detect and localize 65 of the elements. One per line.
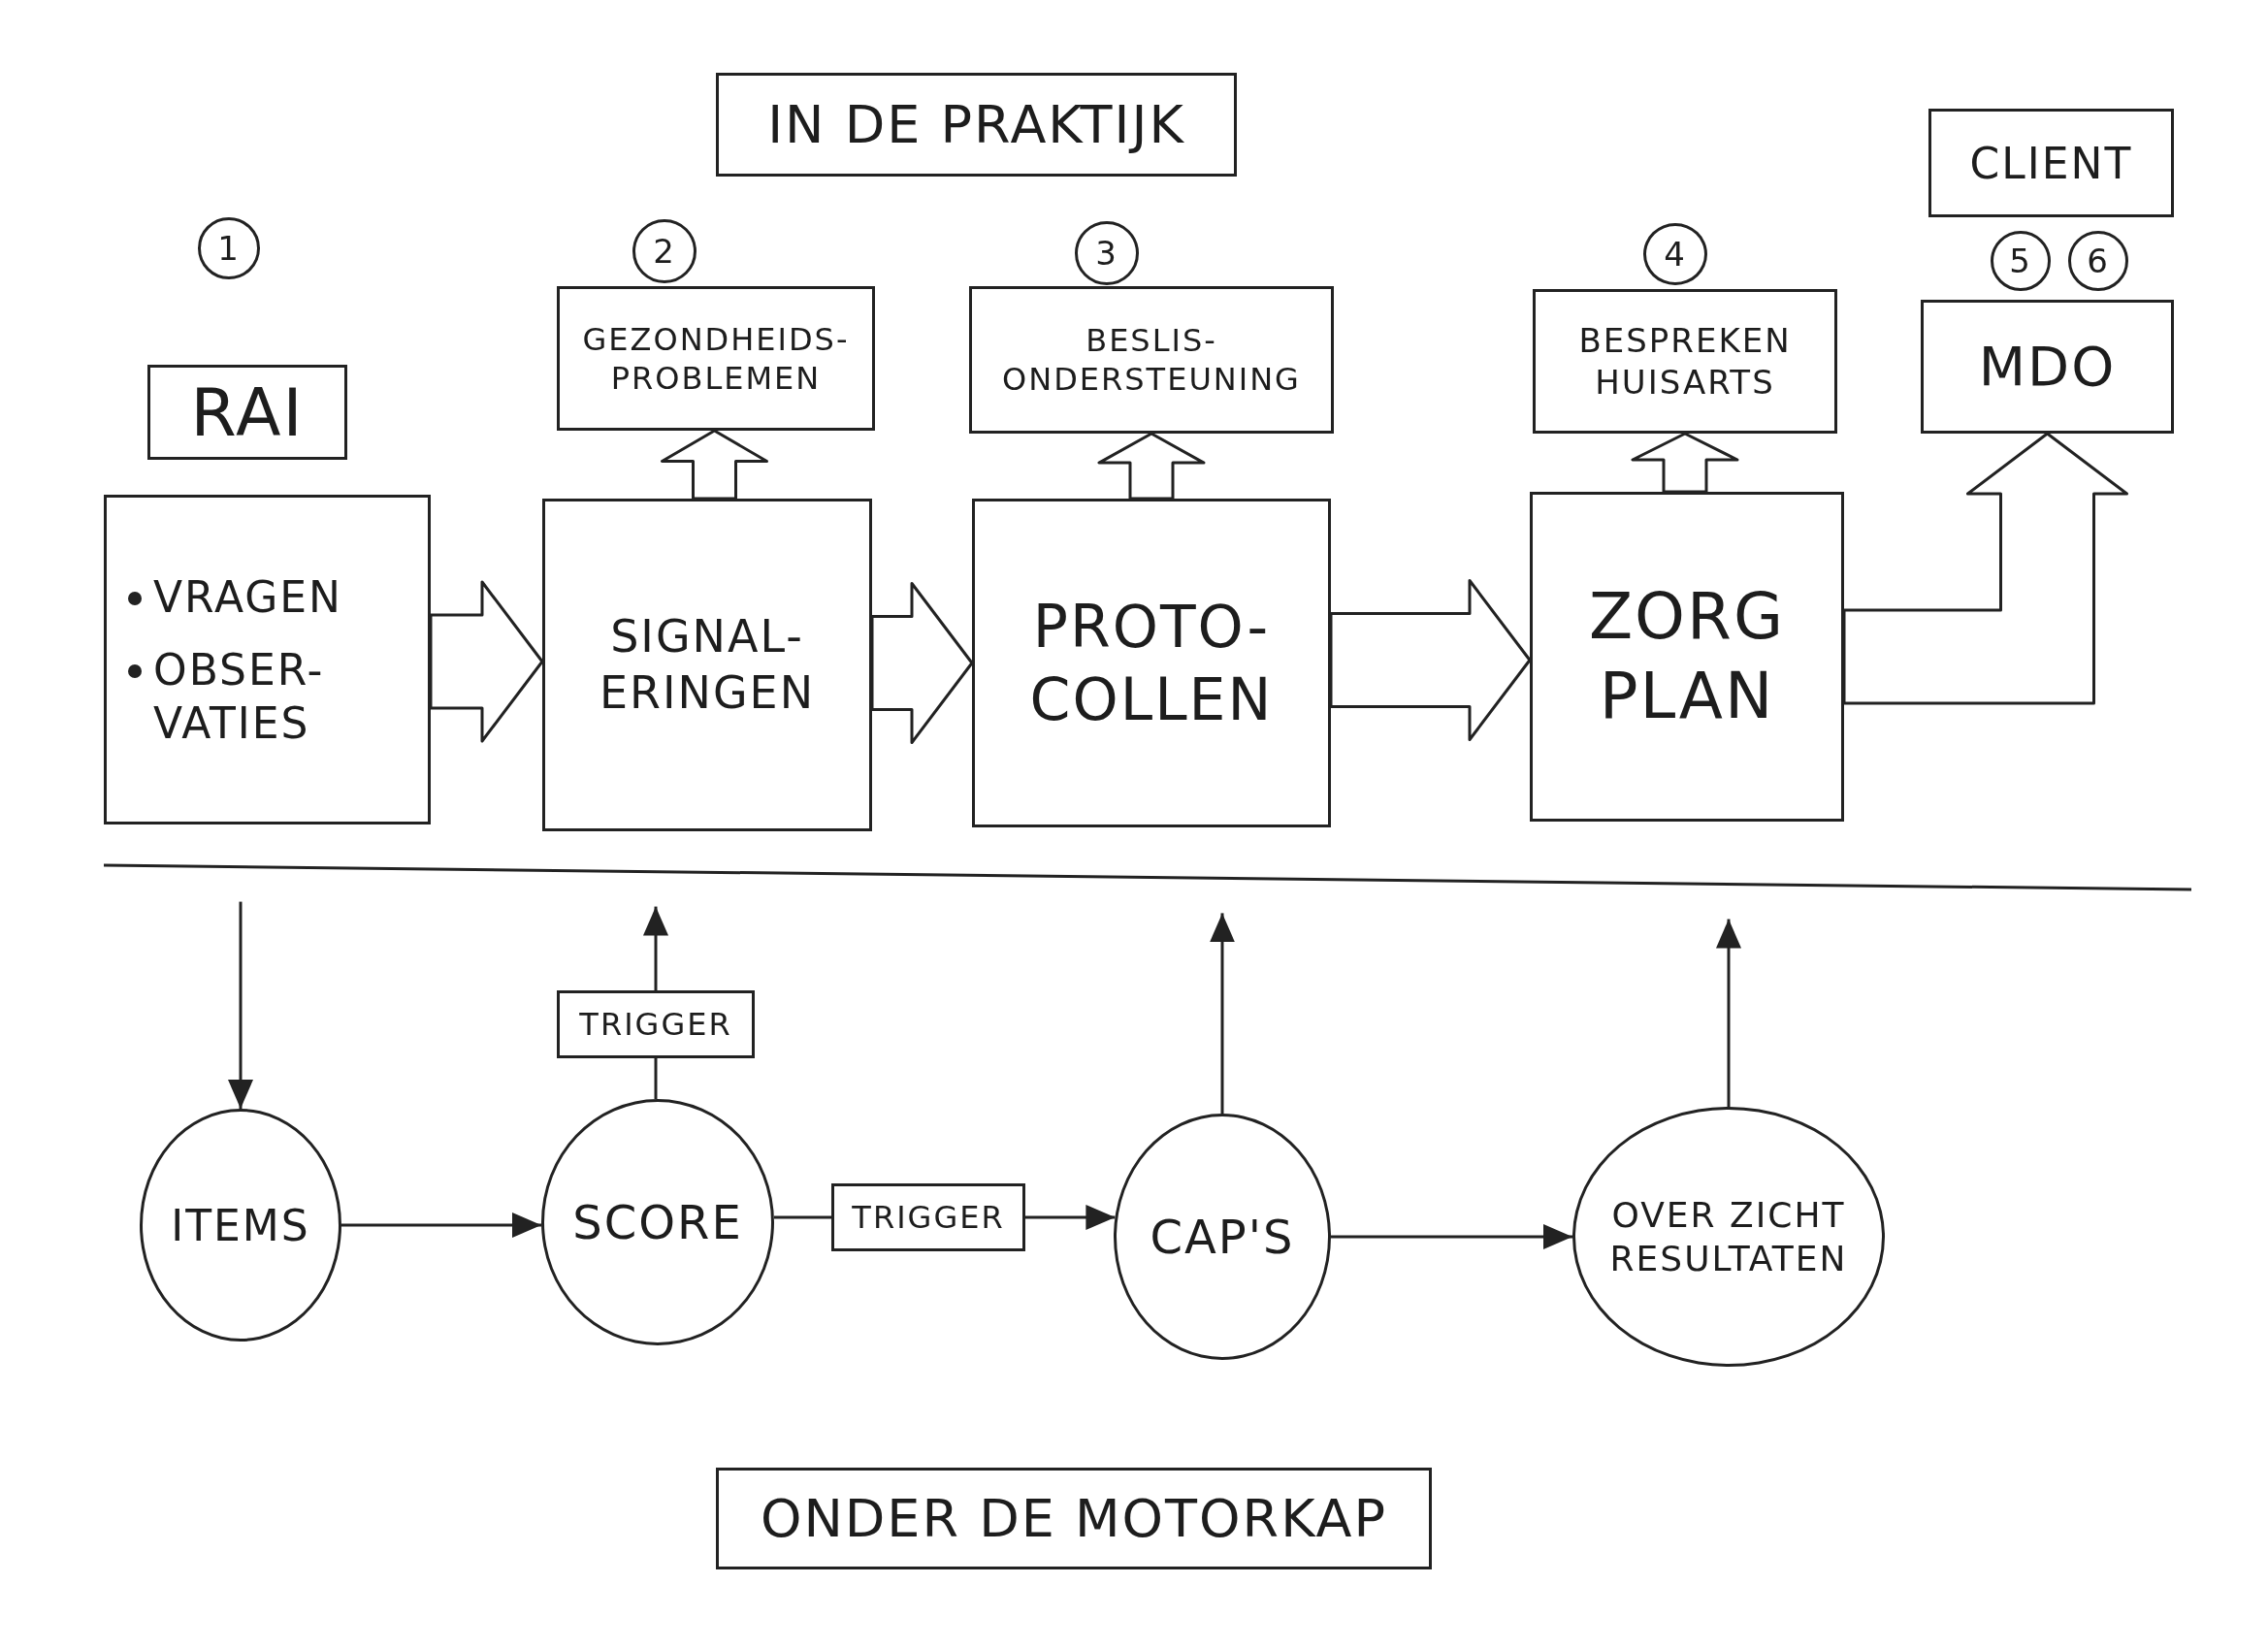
number-circle xyxy=(198,217,260,279)
arrow xyxy=(341,1212,541,1238)
trigger-label: TRIGGER xyxy=(579,1005,732,1044)
process-box xyxy=(972,499,1331,827)
box-label: CLIENT xyxy=(1969,137,2133,190)
arrow xyxy=(1716,919,1741,1107)
callout-number: 5 xyxy=(2009,240,2032,282)
heading-box xyxy=(716,1468,1432,1569)
number-circle xyxy=(1643,223,1707,285)
callout-number: 3 xyxy=(1095,232,1118,275)
process-box xyxy=(542,499,872,831)
heading-text: ONDER DE MOTORKAP xyxy=(760,1486,1388,1551)
block-arrow xyxy=(1842,432,2128,705)
process-box xyxy=(557,286,875,431)
block-arrow xyxy=(429,580,544,743)
list-item-text: OBSER- VATIES xyxy=(153,643,325,750)
trigger-box xyxy=(557,990,755,1058)
process-circle xyxy=(1114,1114,1331,1360)
arrow xyxy=(643,906,668,990)
list-item-text: VRAGEN xyxy=(153,570,343,624)
block-arrow xyxy=(1631,432,1739,494)
trigger-box xyxy=(831,1183,1025,1251)
block-arrow xyxy=(1329,579,1532,741)
box-label: GEZONDHEIDS- PROBLEMEN xyxy=(582,319,850,398)
arrow xyxy=(1210,913,1235,1114)
circle-label: CAP'S xyxy=(1150,1209,1295,1266)
process-box xyxy=(1921,300,2174,434)
callout-number: 6 xyxy=(2087,240,2110,282)
process-box xyxy=(1928,109,2174,217)
box-label: PROTO- COLLEN xyxy=(1029,591,1274,735)
trigger-label: TRIGGER xyxy=(852,1198,1005,1237)
process-box xyxy=(147,365,347,460)
callout-number: 4 xyxy=(1664,233,1687,275)
callout-number: 1 xyxy=(217,227,241,270)
circle-label: OVER ZICHT RESULTATEN xyxy=(1609,1194,1848,1280)
box-label: SIGNAL- ERINGEN xyxy=(599,609,816,721)
callout-number: 2 xyxy=(653,230,676,273)
process-box xyxy=(1533,289,1837,434)
number-circle xyxy=(1075,221,1139,285)
box-label: BESPREKEN HUISARTS xyxy=(1578,320,1792,403)
arrow xyxy=(228,901,253,1109)
box-label: BESLIS- ONDERSTEUNING xyxy=(1002,321,1301,399)
process-box xyxy=(1530,492,1844,822)
process-box xyxy=(969,286,1334,434)
block-arrow xyxy=(661,429,768,501)
process-box xyxy=(104,495,431,824)
number-circle xyxy=(632,219,697,283)
process-circle xyxy=(541,1099,774,1345)
number-circle xyxy=(1991,231,2051,291)
process-circle xyxy=(140,1109,341,1342)
connector-line xyxy=(773,1215,831,1219)
process-circle xyxy=(1572,1107,1885,1367)
arrow xyxy=(1331,1224,1572,1249)
block-arrow xyxy=(870,582,974,744)
box-label: MDO xyxy=(1978,334,2117,400)
circle-label: ITEMS xyxy=(171,1199,310,1252)
connector-line xyxy=(654,1058,658,1099)
heading-box xyxy=(716,73,1237,177)
arrow xyxy=(1025,1205,1116,1230)
number-circle xyxy=(2068,231,2128,291)
block-arrow xyxy=(1097,432,1206,501)
circle-label: SCORE xyxy=(572,1194,743,1251)
heading-text: IN DE PRAKTIJK xyxy=(767,92,1185,157)
box-label: ZORG PLAN xyxy=(1588,577,1786,735)
box-label: RAI xyxy=(190,372,305,453)
